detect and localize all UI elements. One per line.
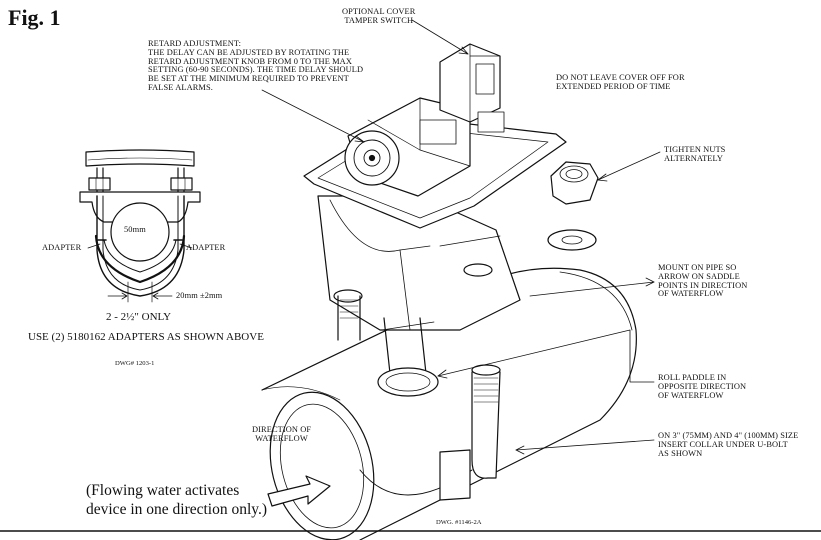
tamper-switch-callout: OPTIONAL COVER TAMPER SWITCH: [342, 7, 416, 25]
mount-on-pipe-callout: MOUNT ON PIPE SO ARROW ON SADDLE POINTS …: [658, 263, 748, 299]
adapter-instruction: USE (2) 5180162 ADAPTERS AS SHOWN ABOVE: [28, 331, 264, 343]
leader-lines: [261, 19, 661, 455]
adapter-left-label: ADAPTER: [42, 243, 82, 252]
insert-collar-callout: ON 3" (75MM) AND 4" (100MM) SIZE INSERT …: [658, 431, 799, 458]
adapter-drawing-number: DWG# 1203-1: [115, 360, 155, 367]
cover-warning-callout: DO NOT LEAVE COVER OFF FOR EXTENDED PERI…: [556, 73, 685, 91]
size-range-label: 2 - 2½" ONLY: [106, 311, 172, 323]
direction-of-waterflow-label: DIRECTION OF WATERFLOW: [252, 425, 312, 443]
adapter-detail-drawing: [79, 149, 201, 303]
gap-dimension-label: 20mm ±2mm: [176, 291, 223, 300]
roll-paddle-callout: ROLL PADDLE IN OPPOSITE DIRECTION OF WAT…: [658, 373, 747, 400]
retard-adjustment-callout: RETARD ADJUSTMENT: THE DELAY CAN BE ADJU…: [148, 39, 364, 93]
tighten-nuts-callout: TIGHTEN NUTS ALTERNATELY: [664, 145, 726, 163]
footnote: (Flowing water activates device in one d…: [86, 482, 268, 518]
figure-label: Fig. 1: [8, 5, 61, 30]
pipe-size-label: 50mm: [124, 225, 146, 234]
drawing-number: DWG. #1146-2A: [436, 519, 482, 526]
main-assembly-drawing: [261, 43, 637, 540]
adapter-right-label: ADAPTER: [186, 243, 226, 252]
